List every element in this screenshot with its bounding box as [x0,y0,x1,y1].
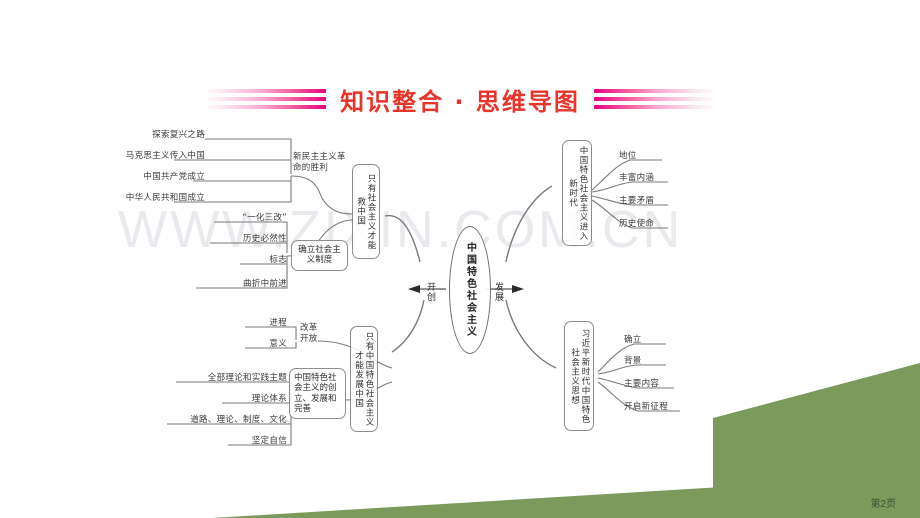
node-establish-socialist-system: 确立社会主义制度 [291,240,348,271]
leaf-status: 地位 [619,151,637,161]
pillar-socialism-develops-china: 只有中国特色社会主义才能发展中国 [350,326,378,432]
pillar-xi-thought: 习近平新时代中国特色社会主义思想 [564,321,594,431]
pillar-socialism-saves-china: 只有社会主义才能救中国 [352,164,380,259]
page-title: 知识整合 · 思维导图 [340,87,580,116]
leaf-marxism-into-china: 马克思主义传入中国 [125,151,205,161]
title-rule-right [593,89,716,109]
center-node: 中国特色社会主义 [449,226,491,354]
leaf-cpc-founded: 中国共产党成立 [143,172,205,182]
leaf-historical-inevitability: 历史必然性 [242,234,287,244]
node-new-democratic-revolution: 新民主主义革命的胜利 [293,152,346,173]
title-rule-left [204,89,327,109]
leaf-historic-mission: 历史使命 [619,219,655,229]
node-reform-opening: 改革开放 [300,323,318,344]
page-number: 第2页 [870,499,896,510]
leaf-process: 进程 [269,318,287,328]
section-title-band: 知识整合 · 思维导图 [0,78,920,120]
leaf-milestone: 标志 [269,255,287,265]
arrow-label-develop: 发展 [493,282,503,302]
leaf-firm-confidence: 坚定自信 [251,436,287,446]
leaf-road-theory-system-culture: 道路、理论、制度、文化 [190,415,287,425]
leaf-principal-contradiction: 主要矛盾 [619,196,655,206]
leaf-significance: 意义 [269,339,287,349]
leaf-theoretical-system: 理论体系 [251,394,287,404]
arrow-label-create: 开创 [425,282,435,302]
leaf-advance-through-setbacks: 曲折中前进 [242,279,287,289]
leaf-rich-connotation: 丰富内涵 [619,173,655,183]
node-founding-development: 中国特色社会主义的创立、发展和完善 [289,368,346,420]
leaf-new-journey: 开启新征程 [624,402,669,412]
pillar-new-era: 中国特色社会主义进入新时代 [562,140,592,246]
leaf-all-theory-practice-themes: 全部理论和实践主题 [207,373,287,383]
leaf-establishment: 确立 [624,335,642,345]
leaf-background: 背景 [624,356,642,366]
leaf-prc-founded: 中华人民共和国成立 [125,193,205,203]
leaf-one-change-three-reforms: “一化三改” [242,213,287,223]
leaf-main-content: 主要内容 [624,379,660,389]
leaf-explore-revival: 探索复兴之路 [152,130,205,140]
